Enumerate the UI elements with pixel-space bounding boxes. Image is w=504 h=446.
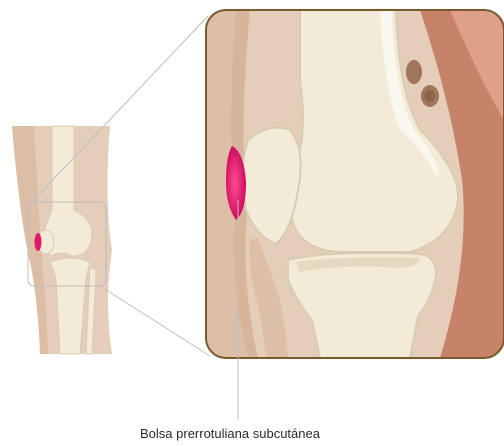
zoom-panel bbox=[206, 10, 504, 358]
bursa-small bbox=[35, 233, 42, 251]
vessel-2-inner bbox=[425, 90, 435, 102]
leg-overview bbox=[12, 126, 112, 354]
connector-bottom bbox=[100, 286, 210, 356]
connector-top bbox=[30, 16, 208, 204]
vessel-1 bbox=[406, 60, 422, 84]
bursa-label: Bolsa prerrotuliana subcutánea bbox=[140, 426, 400, 441]
